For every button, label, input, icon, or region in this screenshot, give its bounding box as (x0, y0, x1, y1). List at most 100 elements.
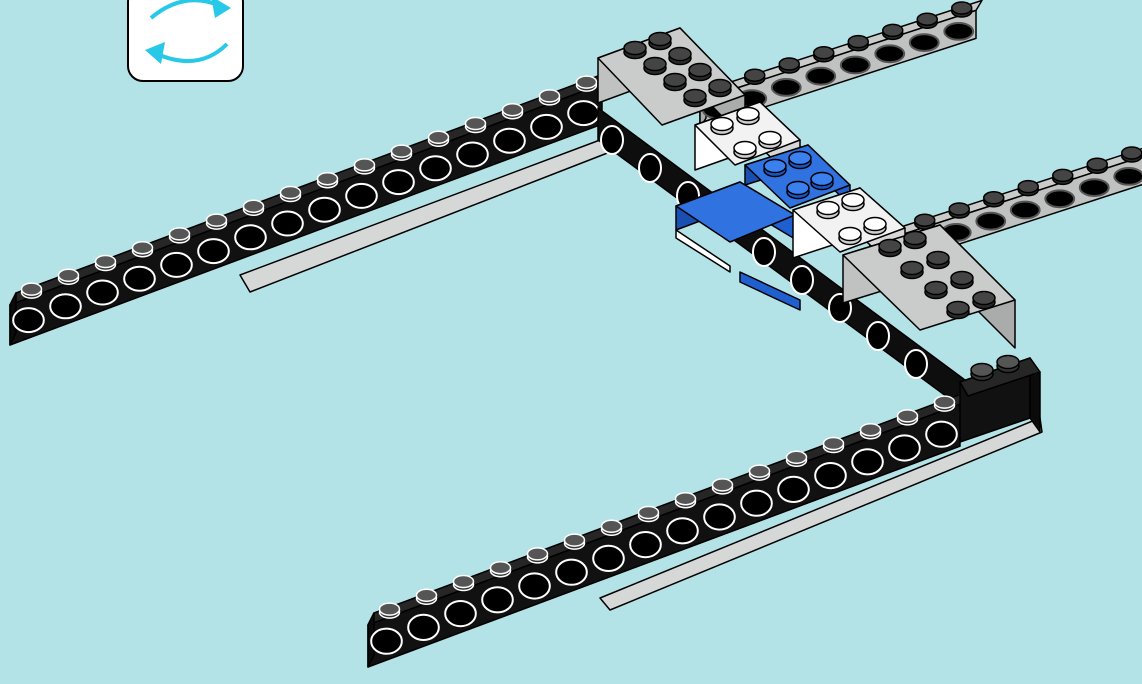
stud-top (577, 76, 597, 88)
stud-top (947, 302, 969, 315)
stud-top (864, 218, 886, 231)
stud-top (817, 202, 839, 215)
beam-hole (852, 449, 883, 474)
stud-top (133, 242, 153, 254)
stud-top (811, 173, 833, 186)
stud-top (1053, 169, 1073, 181)
beam-hole (772, 79, 801, 96)
model (10, 0, 1142, 667)
beam-hole (593, 546, 624, 571)
beam-hole (13, 308, 44, 332)
stud-top (380, 603, 400, 615)
stud-top (96, 256, 116, 268)
stud-top (925, 282, 947, 295)
beam-hole (482, 587, 513, 612)
beam-hole (309, 198, 340, 222)
beam-hole (630, 532, 661, 557)
black-beam-left (10, 72, 608, 345)
stud-top (879, 240, 901, 253)
beam-hole (741, 491, 772, 516)
beam-hole (910, 34, 939, 51)
stud-top (417, 589, 437, 601)
stud-top (935, 396, 955, 408)
stud-top (244, 200, 264, 212)
stud-top (951, 272, 973, 285)
stud-top (491, 562, 511, 574)
beam-hole (875, 45, 904, 62)
stud-top (644, 58, 666, 71)
stud-top (318, 173, 338, 185)
stud-top (787, 451, 807, 463)
beam-hole (753, 238, 775, 266)
stud-top (711, 118, 733, 131)
stud-top (624, 42, 646, 55)
beam-hole (445, 601, 476, 626)
beam-hole (531, 115, 562, 139)
beam-hole (494, 129, 525, 153)
stud-top (952, 2, 972, 14)
stud-top (842, 194, 864, 207)
beam-hole (519, 573, 550, 598)
beam-hole (87, 281, 118, 305)
stud-top (1087, 158, 1107, 170)
beam-hole (161, 253, 192, 277)
beam-hole (806, 68, 835, 85)
stud-top (649, 33, 671, 46)
stud-top (901, 262, 923, 275)
beam-hole (371, 629, 402, 654)
stud-top (454, 576, 474, 588)
beam-hole (235, 225, 266, 249)
stud-top (602, 520, 622, 532)
beam-hole (1011, 202, 1040, 219)
beam-hole (926, 422, 957, 447)
stud-top (540, 90, 560, 102)
stud-top (684, 90, 706, 103)
beam-hole (457, 143, 488, 167)
stud-top (1122, 147, 1142, 159)
stud-top (281, 187, 301, 199)
stud-top (814, 47, 834, 59)
stud-top (745, 69, 765, 81)
stud-top (207, 214, 227, 226)
beam-hole (976, 213, 1005, 230)
beam-hole (50, 294, 81, 318)
stud-top (915, 214, 935, 226)
stud-top (898, 410, 918, 422)
stud-top (750, 465, 770, 477)
stud-top (848, 36, 868, 48)
beam-hole (198, 239, 229, 263)
stud-top (503, 104, 523, 116)
beam-hole (944, 23, 973, 40)
stud-top (789, 152, 811, 165)
stud-top (861, 424, 881, 436)
beam-hole (601, 126, 623, 154)
stud-top (917, 13, 937, 25)
beam-hole (408, 615, 439, 640)
stud-top (22, 283, 42, 295)
stud-top (355, 159, 375, 171)
beam-hole (704, 504, 735, 529)
beam-hole (667, 518, 698, 543)
beam-hole (420, 156, 451, 180)
black-beam-front (368, 392, 966, 667)
stud-top (737, 108, 759, 121)
beam-hole (556, 560, 587, 585)
stud-top (984, 192, 1004, 204)
beam-hole (889, 435, 920, 460)
beam-hole (905, 350, 927, 378)
beam-hole (815, 463, 846, 488)
beam-hole (1080, 179, 1109, 196)
stud-top (997, 356, 1019, 369)
stud-top (59, 269, 79, 281)
beam-hole (1114, 168, 1142, 185)
stud-top (949, 203, 969, 215)
stud-top (779, 58, 799, 70)
black-beam-left-front (10, 84, 602, 345)
beam-hole (272, 212, 303, 236)
stud-top (669, 48, 691, 61)
beam-hole (867, 322, 889, 350)
stud-top (565, 534, 585, 546)
beam-hole (639, 154, 661, 182)
beam-hole (841, 57, 870, 74)
